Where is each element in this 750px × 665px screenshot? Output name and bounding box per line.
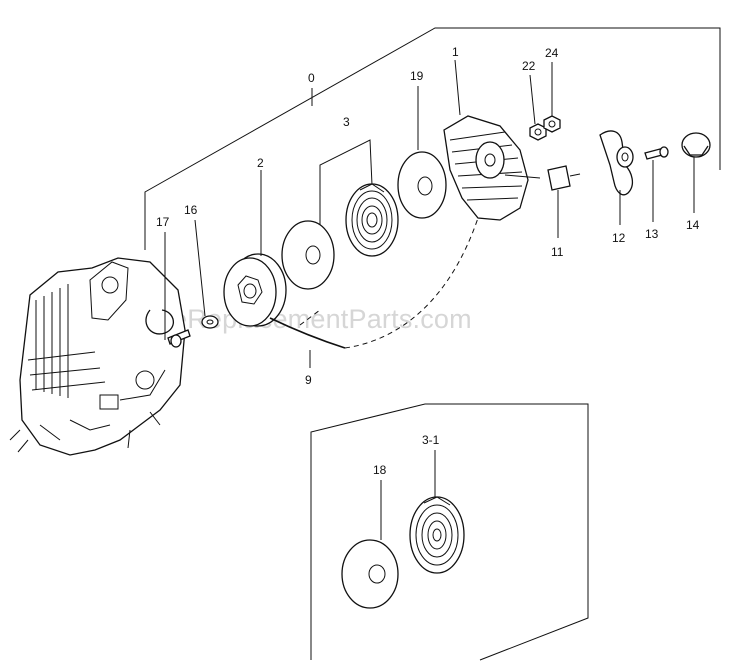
label-17: 17 [156, 215, 170, 229]
label-16: 16 [184, 203, 198, 217]
disc-18 [341, 539, 399, 609]
cap-14 [681, 132, 711, 158]
disc-3a [281, 220, 335, 290]
label-24: 24 [545, 46, 559, 60]
engine-block [9, 257, 186, 456]
guide-line-2 [299, 309, 321, 326]
label-0: 0 [308, 71, 315, 85]
label-9: 9 [305, 373, 312, 387]
nut-24 [543, 115, 561, 133]
label-1: 1 [452, 45, 459, 59]
pulley-2 [223, 253, 287, 327]
housing-1 [443, 115, 541, 221]
washer-16 [201, 315, 219, 329]
label-12: 12 [612, 231, 626, 245]
washer-19 [397, 151, 447, 219]
guide-line [344, 217, 479, 349]
bracket-3 [319, 139, 373, 230]
screw-13 [644, 146, 669, 160]
label-22: 22 [522, 59, 536, 73]
handle-12 [599, 130, 634, 196]
watermark-text: eReplacementParts.com [172, 304, 472, 334]
label-18: 18 [373, 463, 387, 477]
plug-11 [547, 165, 581, 191]
label-11: 11 [551, 245, 564, 259]
label-3-1: 3-1 [422, 433, 440, 447]
inset-frame [310, 403, 589, 661]
label-14: 14 [686, 218, 700, 232]
nut-22 [529, 123, 547, 141]
rope-9 [269, 317, 346, 349]
assembly-bracket [144, 27, 721, 250]
spring-case-3 [345, 183, 399, 257]
spring-case-3-1 [409, 496, 465, 574]
label-2: 2 [257, 156, 264, 170]
label-3: 3 [343, 115, 350, 129]
leader-lines [164, 59, 695, 540]
label-19: 19 [410, 69, 424, 83]
bolt-17 [167, 329, 191, 348]
label-13: 13 [645, 227, 659, 241]
